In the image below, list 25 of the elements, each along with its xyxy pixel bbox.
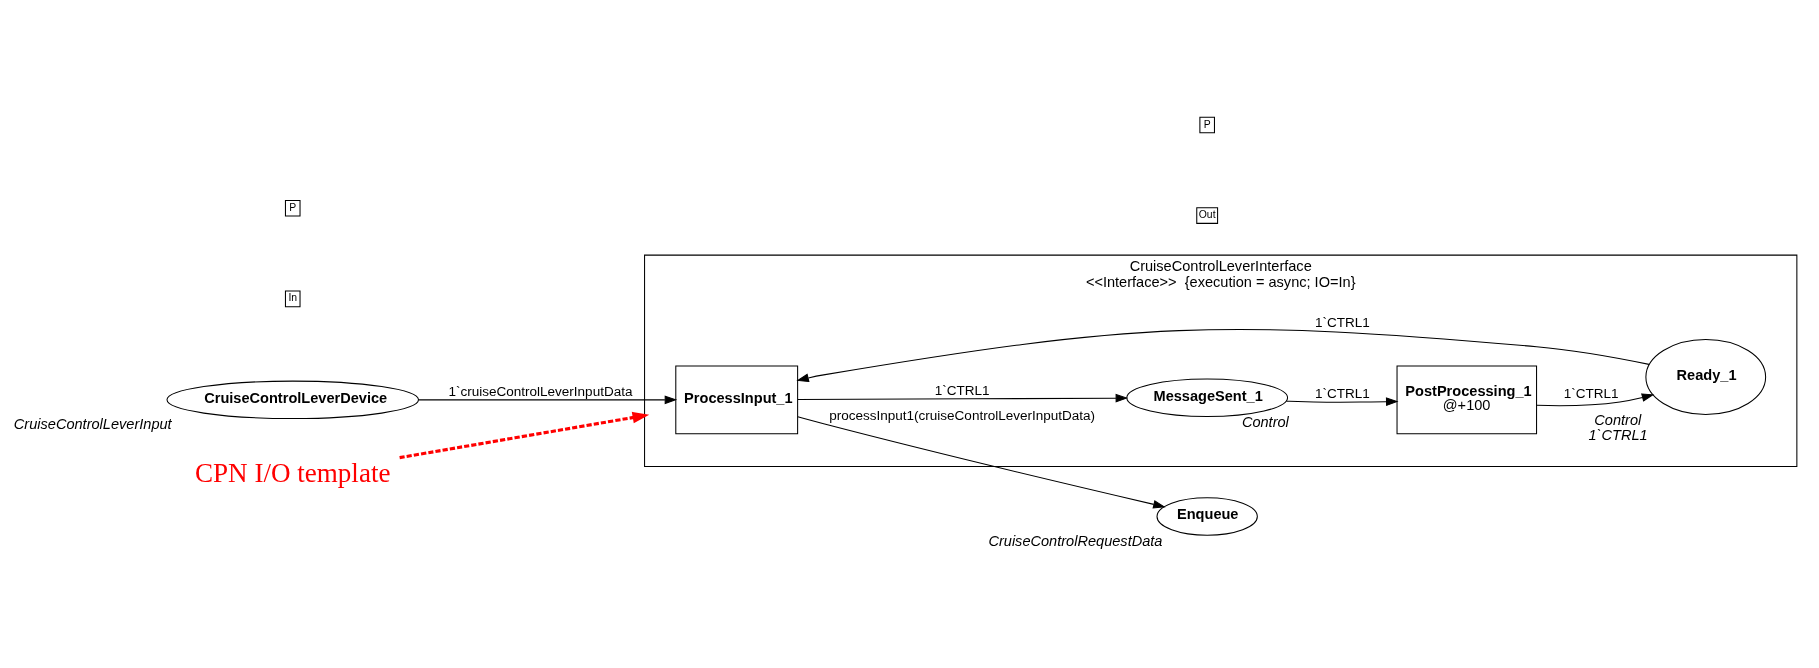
edge-label: processInput1(cruiseControlLeverInputData) — [829, 408, 1096, 424]
node-ellipse: Enqueue — [1156, 497, 1258, 536]
arrow — [797, 416, 1166, 509]
edge-label: 1`CTRL1 — [1314, 386, 1370, 402]
node-box: P — [1199, 116, 1215, 134]
arrow — [418, 395, 678, 405]
edge-label: 1`cruiseControlLeverInputData — [448, 384, 633, 400]
arrow — [399, 411, 650, 460]
node-ellipse: CruiseControlLeverDevice — [166, 380, 419, 420]
edge-label: 1`CTRL1 — [934, 383, 990, 399]
node-label: 1`CTRL1 — [1588, 426, 1648, 443]
node-box: P — [284, 199, 301, 217]
edge-label: 1`CTRL1 — [1563, 386, 1619, 402]
edge-label: 1`CTRL1 — [1314, 315, 1370, 331]
node-box: In — [284, 290, 301, 308]
node-label: Control — [1594, 412, 1642, 429]
arrow — [797, 393, 1129, 403]
arrow — [1286, 397, 1399, 407]
arrow — [796, 328, 1650, 383]
node-text: CPN I/O template — [195, 458, 391, 489]
node-box: PostProcessing_1 @+100 — [1396, 365, 1538, 435]
node-box: Out — [1196, 207, 1219, 224]
arrow — [1536, 393, 1655, 407]
node-ellipse: Ready_1 — [1645, 338, 1767, 415]
node-box: ProcessInput_1 — [675, 365, 799, 435]
